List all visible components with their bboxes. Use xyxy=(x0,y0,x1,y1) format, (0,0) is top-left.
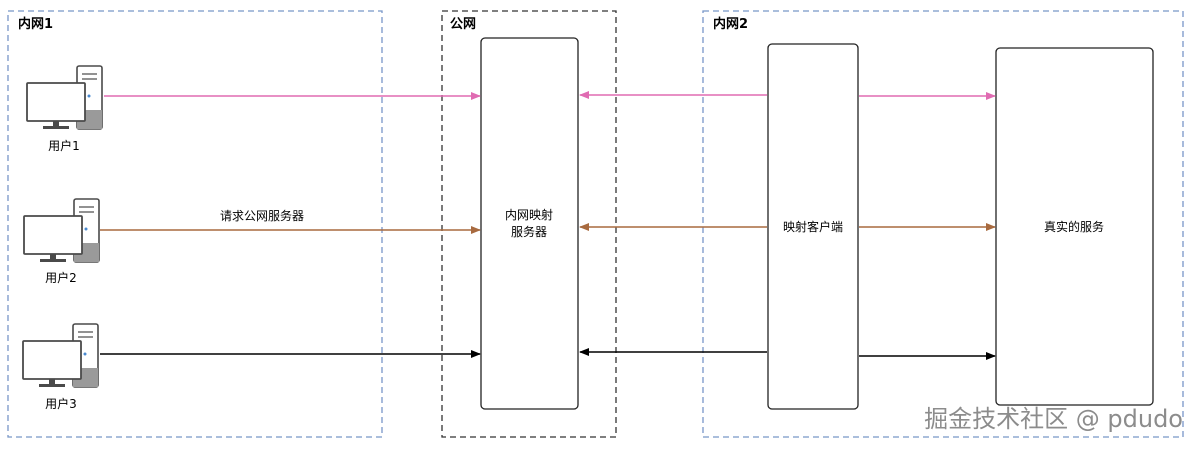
user-label-3: 用户3 xyxy=(45,396,77,411)
mapping-server-box xyxy=(480,37,579,410)
zone-label-public: 公网 xyxy=(450,17,476,32)
mapping-server-label-line2: 服务器 xyxy=(511,224,547,239)
mapping-server-label-line1: 内网映射 xyxy=(505,207,553,222)
computer-icon-user1 xyxy=(26,65,103,130)
mapping-client-box xyxy=(767,43,859,410)
real-service-box xyxy=(995,47,1154,406)
edge-label-request: 请求公网服务器 xyxy=(220,208,304,223)
zone-lan2 xyxy=(702,10,1184,438)
zone-label-lan1: 内网1 xyxy=(18,16,53,32)
user-label-1: 用户1 xyxy=(48,138,80,153)
zone-label-lan2: 内网2 xyxy=(713,16,748,32)
user-label-2: 用户2 xyxy=(45,270,77,285)
real-service-label: 真实的服务 xyxy=(1044,219,1104,234)
watermark-text: 掘金技术社区 @ pdudo xyxy=(924,405,1183,433)
computer-icon-user3 xyxy=(22,323,99,388)
computer-icon-user2 xyxy=(23,198,100,263)
mapping-client-label: 映射客户端 xyxy=(783,219,843,234)
